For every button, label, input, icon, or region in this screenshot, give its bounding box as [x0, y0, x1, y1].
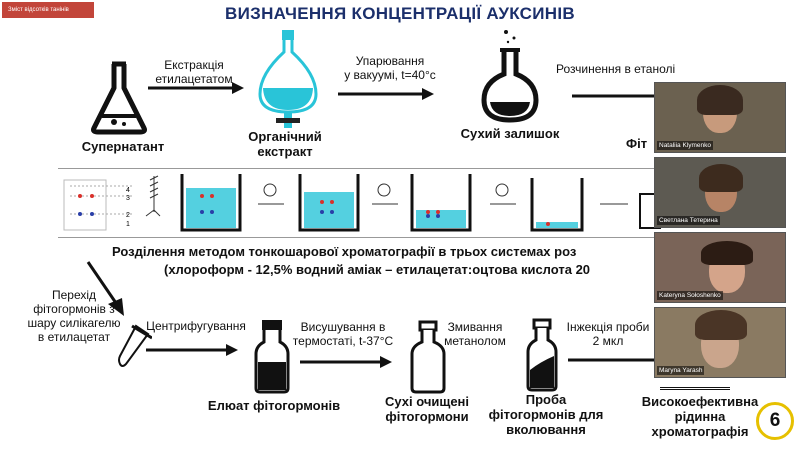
participant-name: Kateryna Sołoshenko: [657, 291, 723, 300]
arrow-icon: [568, 358, 654, 362]
participant-tile[interactable]: Nataliia Klymenko: [654, 82, 786, 153]
plate-number: 1: [126, 221, 130, 228]
participant-name: Nataliia Klymenko: [657, 141, 714, 150]
separatory-funnel-icon: [258, 30, 318, 128]
plate-number: 3: [126, 195, 130, 202]
arrow-icon: [146, 344, 238, 356]
plate-number: 4: [126, 187, 130, 194]
arrow-icon: [148, 82, 244, 94]
tlc-caption-line1: Розділення методом тонкошарової хроматог…: [112, 244, 577, 259]
flask-icon: [91, 61, 147, 135]
arrow-icon: [338, 88, 434, 100]
hplc-base-icon: [660, 378, 730, 390]
dry-residue-label: Сухий залишок: [460, 126, 560, 141]
arrow-icon: [86, 261, 124, 316]
arrow-icon: [300, 356, 392, 368]
slide-title: ВИЗНАЧЕННЯ КОНЦЕНТРАЦІЇ АУКСИНІВ: [225, 4, 575, 23]
sample-vial-icon: [526, 318, 558, 392]
participant-tile[interactable]: Светлана Тетерина: [654, 157, 786, 228]
supernatant-label: Супернатант: [81, 139, 165, 154]
participant-name: Светлана Тетерина: [657, 216, 720, 225]
empty-vial-icon: [410, 320, 446, 394]
tlc-caption-line2: (хлороформ - 12,5% водний аміак – етилац…: [164, 262, 591, 277]
dissolution-label: Розчинення в етанолі: [556, 62, 676, 76]
truncated-label: Фіт: [626, 136, 648, 151]
participant-tile[interactable]: Maryna Yarash: [654, 307, 786, 378]
vial-icon: [254, 320, 290, 394]
eluate-label: Елюат фітогормонів: [207, 398, 341, 413]
plate-number: 2: [126, 212, 130, 219]
centrifugation-label: Центрифугування: [146, 319, 246, 333]
participant-tile[interactable]: Kateryna Sołoshenko: [654, 232, 786, 303]
round-bottom-flask-icon: [481, 30, 539, 123]
test-tube-icon: [118, 324, 152, 367]
tlc-diagram: 4 3 2 1: [63, 174, 661, 232]
participant-name: Maryna Yarash: [657, 366, 705, 375]
window-tab-label[interactable]: Зміст відсотків танінів: [2, 2, 94, 18]
arrow-icon: [572, 94, 654, 98]
page-number-badge: 6: [756, 402, 794, 440]
